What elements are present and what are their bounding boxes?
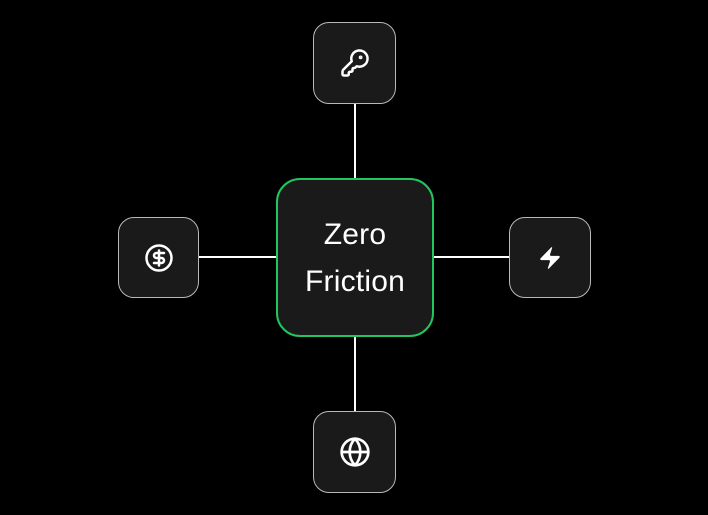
edge-bottom-to-center [354,337,356,411]
circle-dollar-icon [144,243,174,273]
node-key[interactable] [313,22,396,104]
node-lightning[interactable] [509,217,591,298]
node-globe[interactable] [313,411,396,493]
node-zero-friction[interactable]: Zero Friction [276,178,434,337]
lightning-icon [537,245,563,271]
edge-right-to-center [434,256,509,258]
edge-top-to-center [354,104,356,178]
center-node-label-line1: Zero [323,217,387,251]
key-icon [340,48,370,78]
edge-left-to-center [199,256,276,258]
globe-icon [339,436,371,468]
center-node-label-line2: Friction [305,264,405,298]
node-dollar[interactable] [118,217,199,298]
